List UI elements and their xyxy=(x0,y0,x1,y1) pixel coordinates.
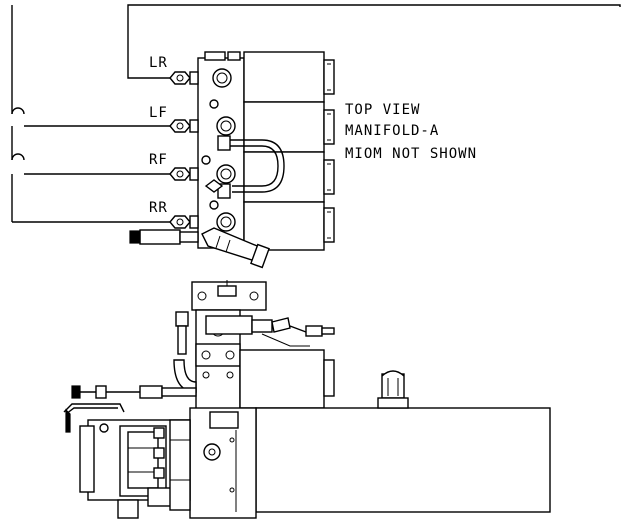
port-label-rf: RF xyxy=(149,152,168,168)
note-miom: MIOM NOT SHOWN xyxy=(345,146,477,162)
port-label-lr: LR xyxy=(149,55,168,71)
pressure-fitting xyxy=(129,229,199,245)
check-valve xyxy=(201,227,270,269)
hydraulic-lines xyxy=(11,4,621,223)
electric-motor xyxy=(63,403,191,519)
manifold-top-view xyxy=(129,51,335,269)
port-label-rr: RR xyxy=(149,200,168,216)
manifold-ports xyxy=(201,68,236,232)
coil-connectors xyxy=(323,59,335,243)
fill-cap xyxy=(377,370,409,409)
port-fittings xyxy=(169,71,199,229)
port-label-lf: LF xyxy=(149,105,168,121)
reservoir-tank xyxy=(255,407,551,513)
note-top-view: TOP VIEW xyxy=(345,102,420,118)
power-unit-side-view xyxy=(63,280,551,519)
port-labels: LR LF RF RR xyxy=(149,55,168,216)
drawing-notes: TOP VIEW MANIFOLD-A MIOM NOT SHOWN xyxy=(345,102,477,162)
note-manifold: MANIFOLD-A xyxy=(345,123,439,139)
